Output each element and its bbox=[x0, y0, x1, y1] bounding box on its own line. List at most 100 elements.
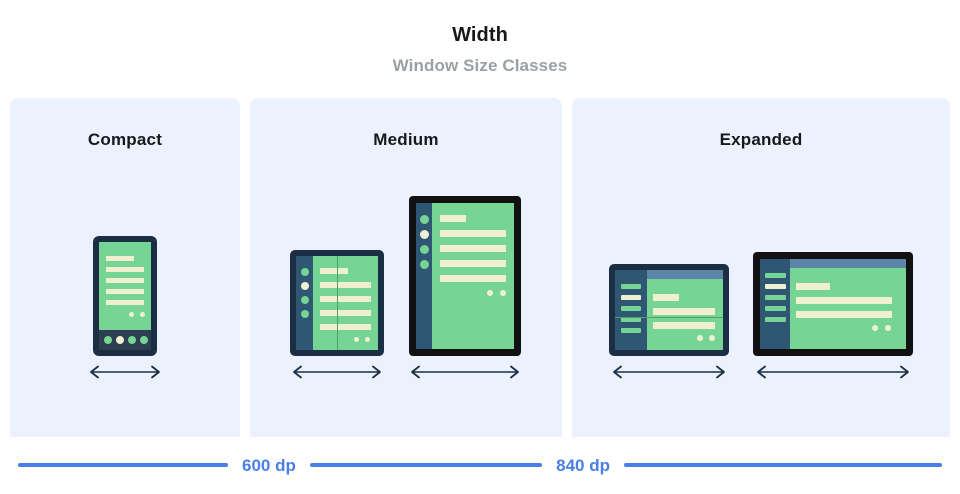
page-subtitle: Window Size Classes bbox=[392, 56, 568, 75]
action-dot bbox=[697, 335, 703, 341]
content-line bbox=[653, 308, 715, 315]
device-slot-phone bbox=[87, 236, 163, 437]
nav-dot bbox=[104, 336, 112, 344]
panel-label-compact: Compact bbox=[87, 130, 163, 149]
tablet-landscape-screen bbox=[760, 259, 906, 349]
rail-dot-active bbox=[420, 230, 429, 239]
content-line bbox=[440, 245, 506, 252]
content-line bbox=[796, 311, 892, 318]
device-slot-tablet-landscape bbox=[753, 252, 913, 437]
rail-bar bbox=[621, 317, 641, 322]
panel-compact: Compact bbox=[10, 98, 240, 437]
foldable-screen bbox=[296, 256, 378, 350]
scale-rule-expanded bbox=[624, 463, 942, 467]
rail-dot bbox=[420, 245, 429, 254]
action-dot bbox=[129, 312, 134, 317]
width-arrow-foldable-portrait bbox=[293, 365, 381, 379]
rail-bar bbox=[621, 284, 641, 289]
action-dot bbox=[354, 337, 359, 342]
content-line bbox=[320, 268, 348, 274]
width-arrow-tablet-landscape bbox=[757, 365, 909, 379]
diagram-header: Width Window Size Classes bbox=[0, 0, 960, 76]
scale-rule-medium bbox=[309, 463, 543, 467]
rail-dot bbox=[420, 215, 429, 224]
content-line bbox=[796, 283, 830, 290]
action-dot bbox=[365, 337, 370, 342]
content-line bbox=[320, 282, 371, 288]
action-dot bbox=[500, 290, 506, 296]
panel-medium: Medium bbox=[250, 98, 562, 437]
medium-devices bbox=[250, 167, 562, 437]
rail-bar bbox=[765, 273, 786, 278]
content-line bbox=[440, 230, 506, 237]
width-arrow-phone bbox=[90, 365, 160, 379]
action-dot bbox=[140, 312, 145, 317]
breakpoint-label-840dp: 840 dp bbox=[556, 455, 610, 475]
nav-dot bbox=[140, 336, 148, 344]
rail-bar bbox=[765, 295, 786, 300]
phone-screen bbox=[99, 242, 151, 350]
device-slot-foldable-portrait bbox=[290, 250, 384, 437]
breakpoint-scale: 600 dp 840 dp bbox=[0, 455, 960, 475]
nav-dot bbox=[128, 336, 136, 344]
panel-expanded: Expanded bbox=[572, 98, 950, 437]
content-line bbox=[106, 300, 144, 305]
content-line bbox=[320, 324, 371, 330]
content-line bbox=[440, 275, 506, 282]
device-slot-tablet-portrait bbox=[408, 196, 522, 437]
rail-dot bbox=[300, 310, 309, 318]
device-tablet-portrait bbox=[409, 196, 521, 356]
app-top-bar bbox=[790, 259, 906, 268]
width-arrow-tablet-portrait bbox=[411, 365, 519, 379]
compact-devices bbox=[10, 167, 240, 437]
rail-bar bbox=[765, 306, 786, 311]
app-top-bar bbox=[647, 270, 723, 279]
scale-rule-compact bbox=[18, 463, 228, 467]
panel-label-expanded: Expanded bbox=[719, 130, 803, 149]
rail-bar-active bbox=[765, 284, 786, 289]
fold-seam bbox=[615, 317, 723, 318]
tablet-screen bbox=[416, 203, 514, 349]
content-line bbox=[653, 322, 715, 329]
navigation-rail bbox=[416, 203, 432, 349]
content-line bbox=[320, 296, 371, 302]
navigation-rail bbox=[296, 256, 313, 350]
action-dot bbox=[709, 335, 715, 341]
navigation-rail bbox=[760, 259, 790, 349]
device-slot-foldable-landscape bbox=[609, 264, 729, 437]
content-line bbox=[796, 297, 892, 304]
width-arrow-foldable-landscape bbox=[613, 365, 725, 379]
content-line bbox=[106, 256, 134, 261]
rail-dot bbox=[420, 260, 429, 269]
breakpoint-label-600dp: 600 dp bbox=[242, 455, 296, 475]
fold-seam bbox=[337, 256, 338, 350]
device-foldable-portrait bbox=[290, 250, 384, 356]
content-line bbox=[106, 278, 144, 283]
size-class-panels: Compact bbox=[10, 98, 950, 437]
panel-label-medium: Medium bbox=[373, 130, 439, 149]
rail-dot bbox=[300, 268, 309, 276]
navigation-rail bbox=[615, 270, 647, 350]
rail-bar bbox=[621, 306, 641, 311]
content-line bbox=[440, 215, 466, 222]
content-line bbox=[106, 267, 144, 272]
phone-bottom-nav bbox=[99, 330, 151, 350]
action-dot bbox=[487, 290, 493, 296]
page-title: Width bbox=[452, 24, 508, 46]
rail-dot-active bbox=[300, 282, 309, 290]
action-dot bbox=[885, 325, 891, 331]
expanded-devices bbox=[572, 167, 950, 437]
rail-bar bbox=[765, 317, 786, 322]
content-line bbox=[440, 260, 506, 267]
nav-dot-active bbox=[116, 336, 124, 344]
device-foldable-landscape bbox=[609, 264, 729, 356]
rail-bar-active bbox=[621, 295, 641, 300]
content-line bbox=[106, 289, 144, 294]
device-tablet-landscape bbox=[753, 252, 913, 356]
content-line bbox=[320, 310, 371, 316]
rail-bar bbox=[621, 328, 641, 333]
action-dot bbox=[872, 325, 878, 331]
content-line bbox=[653, 294, 679, 301]
rail-dot bbox=[300, 296, 309, 304]
